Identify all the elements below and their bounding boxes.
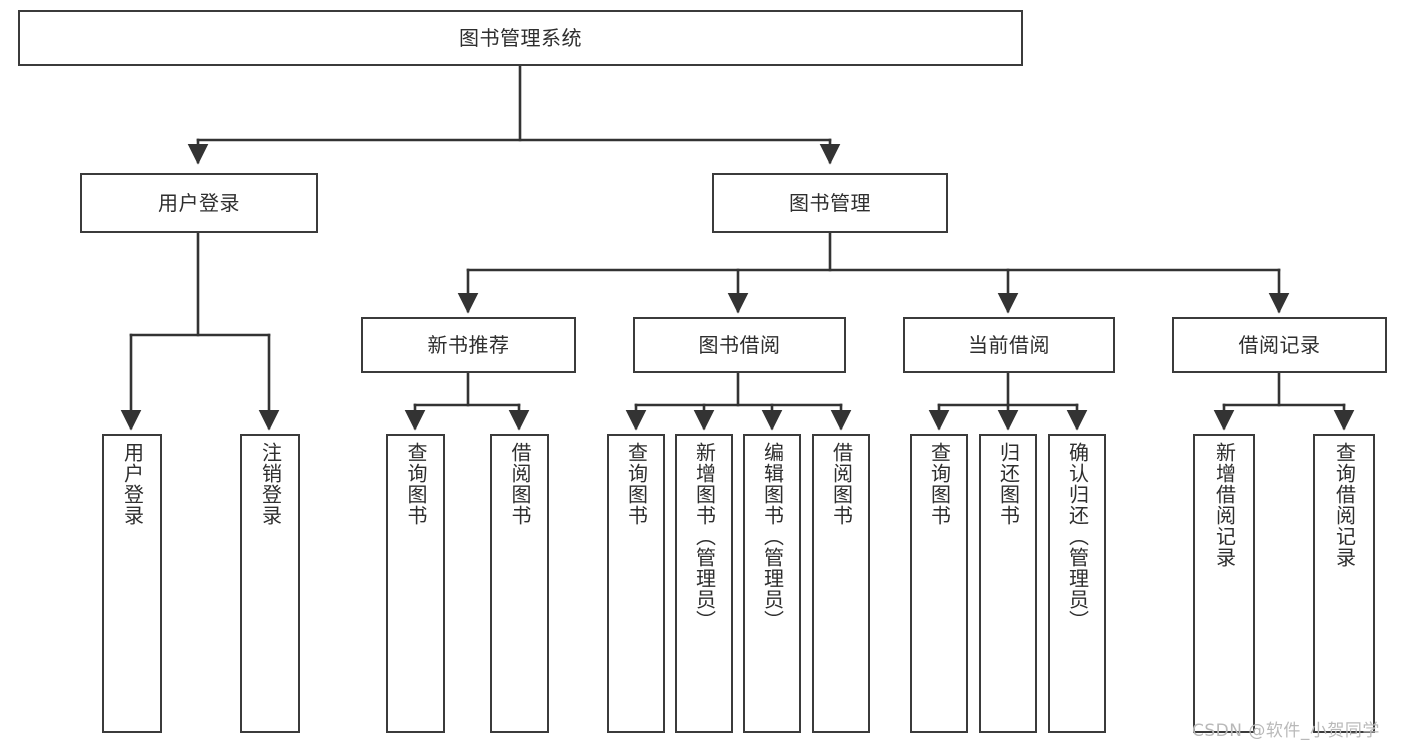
node-leaf-current-borrow-confirm[interactable]: 确认归还（管理员） bbox=[1048, 434, 1106, 733]
node-leaf-book-borrow-lend[interactable]: 借阅图书 bbox=[812, 434, 870, 733]
node-leaf-book-borrow-add-label: 新增图书（管理员） bbox=[692, 442, 717, 631]
node-leaf-book-borrow-query-label: 查询图书 bbox=[624, 442, 649, 526]
node-leaf-current-borrow-return-label: 归还图书 bbox=[996, 442, 1021, 526]
node-leaf-borrow-record-query-label: 查询借阅记录 bbox=[1332, 442, 1357, 568]
node-leaf-borrow-record-query[interactable]: 查询借阅记录 bbox=[1313, 434, 1375, 733]
node-leaf-user-login-signout[interactable]: 注销登录 bbox=[240, 434, 300, 733]
node-borrow-record-label: 借阅记录 bbox=[1238, 332, 1321, 357]
node-leaf-user-login-signout-label: 注销登录 bbox=[258, 442, 283, 526]
node-leaf-user-login-signin[interactable]: 用户登录 bbox=[102, 434, 162, 733]
node-borrow-record[interactable]: 借阅记录 bbox=[1172, 317, 1387, 373]
node-leaf-current-borrow-query[interactable]: 查询图书 bbox=[910, 434, 968, 733]
node-leaf-current-borrow-confirm-label: 确认归还（管理员） bbox=[1065, 442, 1090, 631]
node-leaf-book-borrow-add[interactable]: 新增图书（管理员） bbox=[675, 434, 733, 733]
node-new-book-recommend[interactable]: 新书推荐 bbox=[361, 317, 576, 373]
node-book-borrow[interactable]: 图书借阅 bbox=[633, 317, 846, 373]
node-leaf-user-login-signin-label: 用户登录 bbox=[120, 442, 145, 526]
node-root-book-management-system[interactable]: 图书管理系统 bbox=[18, 10, 1023, 66]
node-leaf-borrow-record-add[interactable]: 新增借阅记录 bbox=[1193, 434, 1255, 733]
node-root-label: 图书管理系统 bbox=[459, 25, 582, 50]
node-book-management[interactable]: 图书管理 bbox=[712, 173, 948, 233]
node-current-borrow-label: 当前借阅 bbox=[968, 332, 1050, 357]
node-user-login-label: 用户登录 bbox=[158, 190, 240, 215]
node-leaf-current-borrow-query-label: 查询图书 bbox=[927, 442, 952, 526]
node-leaf-book-borrow-query[interactable]: 查询图书 bbox=[607, 434, 665, 733]
node-leaf-borrow-record-add-label: 新增借阅记录 bbox=[1212, 442, 1237, 568]
node-leaf-book-borrow-edit-label: 编辑图书（管理员） bbox=[760, 442, 785, 631]
node-book-borrow-label: 图书借阅 bbox=[698, 332, 781, 357]
node-leaf-new-book-query[interactable]: 查询图书 bbox=[386, 434, 445, 733]
node-leaf-current-borrow-return[interactable]: 归还图书 bbox=[979, 434, 1037, 733]
node-leaf-book-borrow-edit[interactable]: 编辑图书（管理员） bbox=[743, 434, 801, 733]
node-new-book-recommend-label: 新书推荐 bbox=[427, 332, 510, 357]
node-current-borrow[interactable]: 当前借阅 bbox=[903, 317, 1115, 373]
node-book-management-label: 图书管理 bbox=[789, 190, 871, 215]
node-leaf-new-book-query-label: 查询图书 bbox=[404, 442, 428, 526]
node-leaf-new-book-borrow[interactable]: 借阅图书 bbox=[490, 434, 549, 733]
node-user-login[interactable]: 用户登录 bbox=[80, 173, 318, 233]
node-leaf-book-borrow-lend-label: 借阅图书 bbox=[829, 442, 854, 526]
node-leaf-new-book-borrow-label: 借阅图书 bbox=[508, 442, 532, 526]
